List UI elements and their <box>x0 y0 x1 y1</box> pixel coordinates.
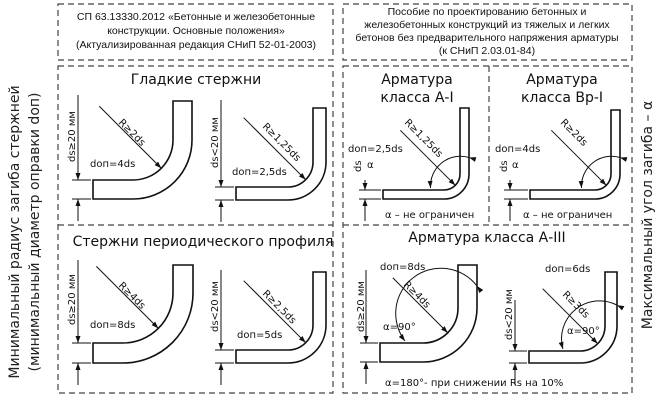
alpha-label: α <box>512 160 519 171</box>
title-bp1: Арматура <box>526 72 598 88</box>
header-box-right <box>342 3 633 61</box>
alpha-note: α – не ограничен <box>385 210 474 221</box>
don-label: dоп=6ds <box>545 264 590 275</box>
header-box-left <box>57 3 334 61</box>
ds-label: ds <box>499 160 510 172</box>
title-a3: Арматура класса А-III <box>408 230 565 246</box>
don-label: dоп=2,5ds <box>348 144 403 155</box>
alpha-note: α – не ограничен <box>523 210 612 221</box>
radius-label: R≥4ds <box>401 279 432 310</box>
radius-leader <box>96 266 159 329</box>
title-bp1-class: класса Вр-I <box>521 90 603 106</box>
rebar-bend <box>235 271 327 364</box>
radius-label: R≥4ds <box>116 280 147 311</box>
panel-left <box>57 65 334 394</box>
angle-arc <box>427 155 477 189</box>
radius-label: R≥2ds <box>558 117 589 148</box>
header-right-line: бетонов без предварительного напряжения … <box>355 32 618 44</box>
don-label: dоп=8ds <box>90 320 135 331</box>
side-label-left: Минимальный радиус загиба стержней <box>7 85 23 378</box>
don-label: dоп=4ds <box>495 144 540 155</box>
rebar-bend <box>528 271 618 364</box>
alpha-label: α <box>367 160 374 171</box>
don-label: dоп=5ds <box>237 330 282 341</box>
ds-label: ds<20 мм <box>504 289 515 340</box>
panel-right <box>342 65 633 394</box>
alpha-label: α=90° <box>383 322 416 333</box>
radius-leader <box>243 117 307 181</box>
radius-label: R≥1,25ds <box>260 121 303 164</box>
header-left-line: (Актуализированная редакция СНиП 52-01-2… <box>76 39 316 51</box>
header-left-line: конструкции. Основные положения» <box>107 25 285 37</box>
alpha-label: α=90° <box>567 326 600 337</box>
title-a1-class: класса А-I <box>380 90 453 106</box>
don-label: dоп=4ds <box>90 159 135 170</box>
rebar-bend <box>92 264 194 364</box>
radius-label: R≥2ds <box>116 117 147 148</box>
a3-note: α=180°- при снижении Rs на 10% <box>385 378 563 389</box>
angle-arc <box>558 300 625 350</box>
side-label-right: Максимальный угол загиба – α <box>640 101 656 329</box>
title-periodic: Стержни периодического профиля <box>73 234 334 250</box>
ds-label: ds≥20 мм <box>356 281 367 332</box>
ds-label: ds≥20 мм <box>67 111 78 162</box>
angle-arc <box>578 155 628 189</box>
radius-label: R≥3ds <box>560 289 591 320</box>
don-label: dоп=8ds <box>380 262 425 273</box>
header-right-line: (к СНиП 2.03.01-84) <box>439 45 535 57</box>
header-right-line: Пособие по проектированию бетонных и <box>388 6 587 18</box>
radius-leader <box>98 105 162 169</box>
ds-label: ds≥20 мм <box>67 274 78 325</box>
rebar-bend <box>235 107 327 201</box>
header-right-line: железобетонных конструкций из тяжелых и … <box>364 19 610 31</box>
don-label: dоп=2,5ds <box>232 167 287 178</box>
ds-label: ds<20 мм <box>210 281 221 332</box>
radius-label: R≥2,5ds <box>260 288 298 326</box>
title-smooth: Гладкие стержни <box>131 72 262 88</box>
ds-label: ds<20 мм <box>210 117 221 168</box>
side-label-left-sub: (минимальный диаметр оправки dоп) <box>27 92 43 371</box>
title-a1: Арматура <box>381 72 453 88</box>
ds-label: ds <box>353 160 364 172</box>
header-left-line: СП 63.13330.2012 «Бетонные и железобетон… <box>77 11 315 23</box>
radius-leader <box>243 280 307 344</box>
rebar-bend <box>92 100 193 200</box>
angle-arc <box>395 267 484 342</box>
